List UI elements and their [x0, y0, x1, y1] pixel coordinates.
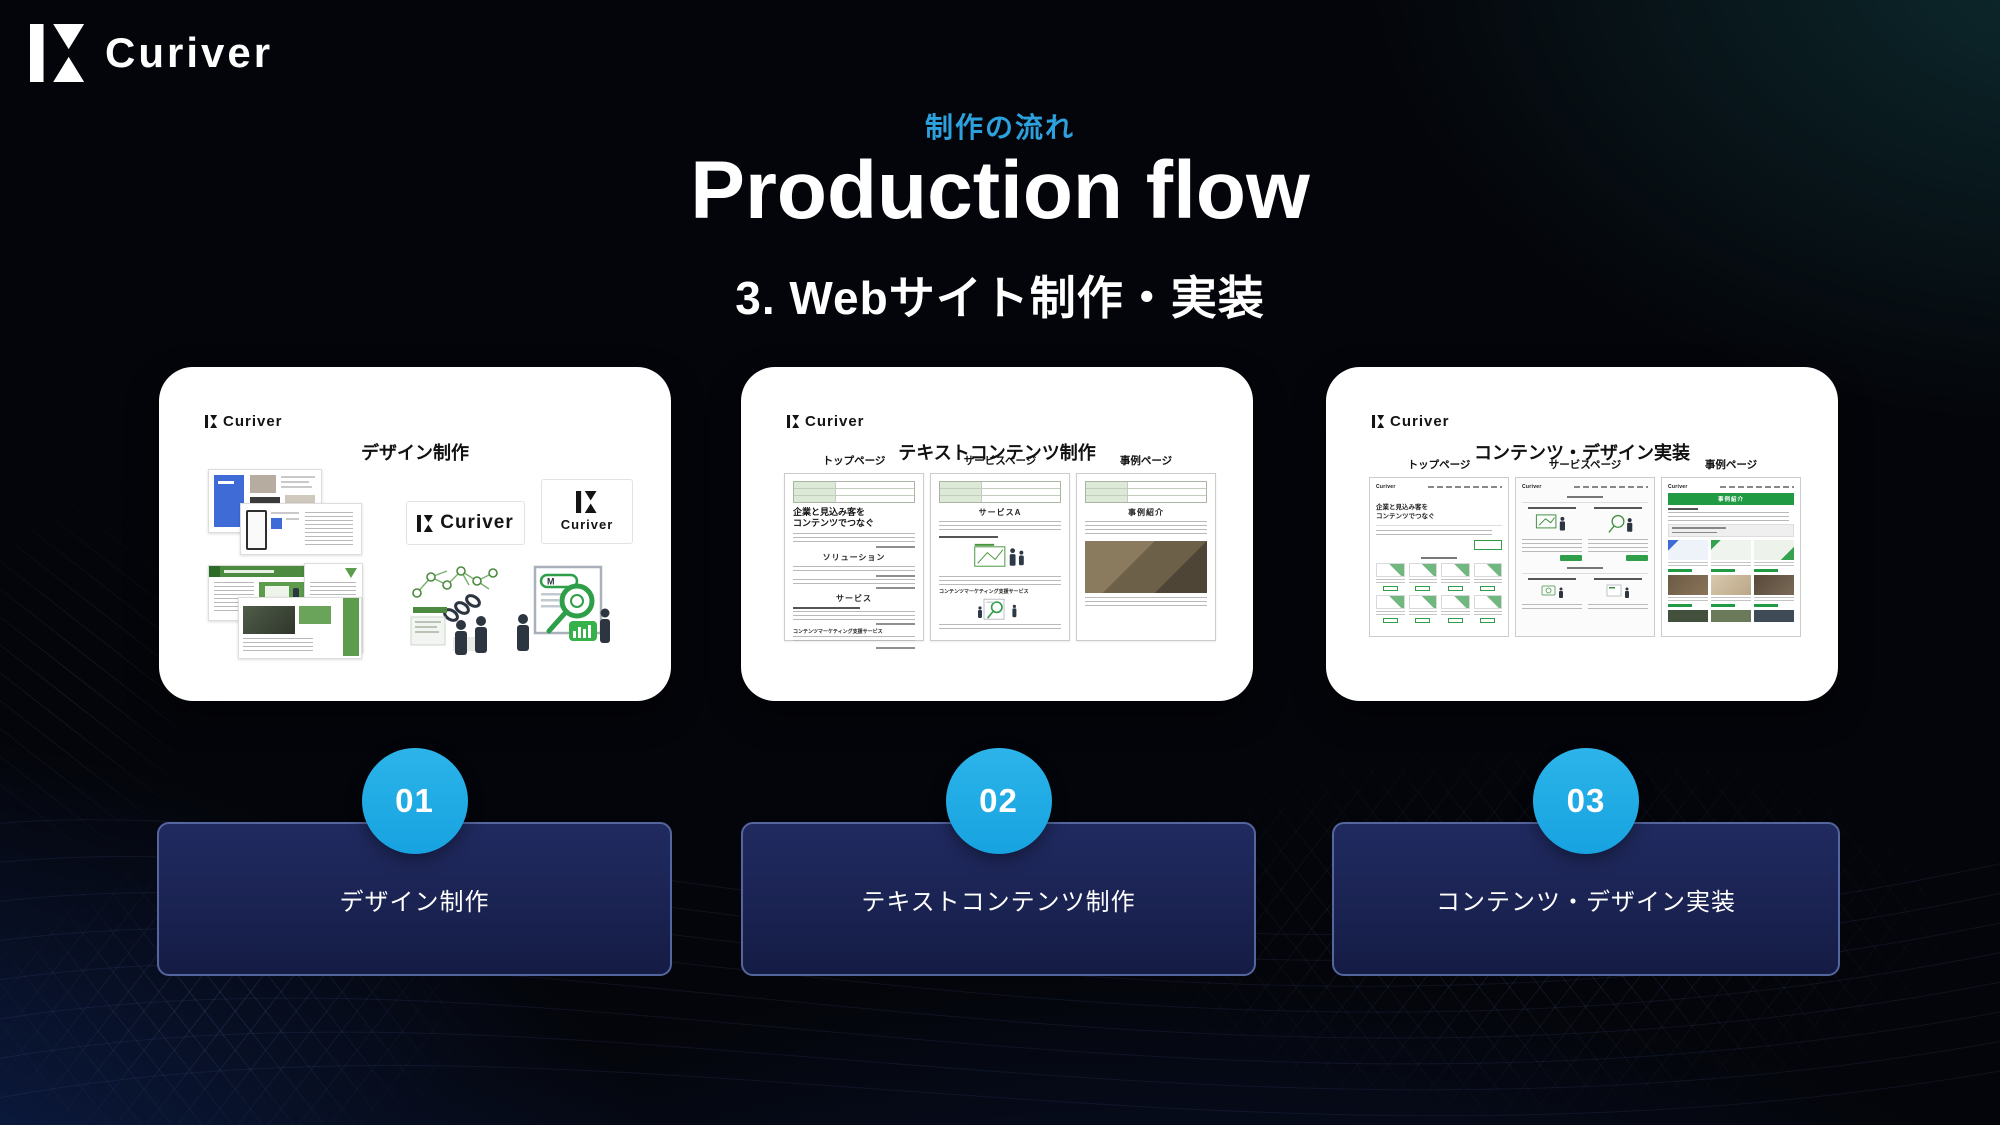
nav-links-placeholder — [1720, 486, 1794, 488]
doc-column-label: 事例ページ — [1119, 455, 1173, 467]
service-button-placeholder — [1560, 555, 1582, 561]
step-3: 03 コンテンツ・デザイン実装 — [1332, 748, 1840, 976]
site-nav: Curiver — [1668, 483, 1794, 491]
service-columns — [1522, 507, 1648, 561]
site-nav: Curiver — [1376, 483, 1502, 491]
doc-subheading: コンテンツマーケティング支援サービス — [793, 628, 883, 635]
site-hero-heading-line2: コンテンツでつなぐ — [1376, 513, 1435, 521]
hero-button-placeholder — [1474, 540, 1502, 551]
curiver-logo-icon — [576, 491, 597, 513]
section-eyebrow: 制作の流れ — [924, 112, 1075, 143]
service-illustration — [1608, 514, 1633, 533]
site-service-page: Curiver — [1515, 477, 1655, 637]
marketing-illustration — [978, 598, 1017, 620]
curiver-logo-icon — [30, 24, 85, 82]
doc-section-title: ソリューション — [822, 552, 886, 562]
doc-service-page: サービスA コンテンツマーケティング支援サービス — [930, 473, 1070, 641]
case-filter-box — [1668, 524, 1794, 537]
doc-heading: サービスA — [978, 508, 1022, 517]
site-top-page: Curiver 企業と見込み客を コンテンツでつなぐ — [1369, 477, 1509, 637]
mini-slide-title: コンテンツ・デザイン実装 — [1474, 443, 1690, 463]
svg-text:M: M — [547, 577, 555, 587]
mini-brand-name: Curiver — [1390, 413, 1450, 430]
doc-top-page: 企業と見込み客を コンテンツでつなぐ ソリューション サービス コンテンツマーケ… — [784, 473, 924, 649]
doc-column-service-page: サービスページ サービスA — [930, 453, 1070, 641]
mini-slide-title: テキストコンテンツ制作 — [898, 443, 1096, 463]
mini-brand-name: Curiver — [805, 413, 865, 430]
doc-heading-line2: コンテンツでつなぐ — [793, 518, 875, 529]
site-hero-heading-line1: 企業と見込み客を — [1376, 504, 1428, 511]
chain-network-illustration — [410, 566, 498, 655]
card-text-content-slide: Curiver テキストコンテンツ制作 トップページ 企業と見込み客を コンテン… — [741, 367, 1253, 701]
curiver-logo-icon — [417, 514, 434, 532]
curiver-logo-icon — [787, 415, 800, 428]
step-1: 01 デザイン制作 — [157, 748, 672, 976]
doc-column-case-page: 事例ページ 事例紹介 — [1076, 453, 1216, 641]
curiver-logo-icon — [205, 415, 218, 428]
green-slides-collage — [208, 563, 363, 659]
card-implementation-slide: Curiver コンテンツ・デザイン実装 トップページ Curiver 企業と見… — [1326, 367, 1838, 701]
site-column-label: トップページ — [1407, 459, 1471, 471]
page-title: Production flow — [690, 145, 1310, 236]
doc-heading-line1: 企業と見込み客を — [793, 507, 866, 517]
meta-table — [1085, 481, 1207, 503]
mini-brand-logo: Curiver — [205, 413, 283, 430]
service-illustration — [1541, 585, 1563, 598]
mini-brand-name: Curiver — [223, 413, 283, 430]
nav-links-placeholder — [1428, 486, 1502, 488]
nav-links-placeholder — [1574, 486, 1648, 488]
step-1-number-badge: 01 — [361, 748, 468, 854]
doc-heading: 事例紹介 — [1128, 508, 1164, 517]
card-design-slide: Curiver デザイン制作 — [159, 367, 671, 701]
case-photo-placeholder — [1085, 541, 1207, 593]
design-comps-collage — [208, 469, 362, 555]
mini-slide-title: デザイン制作 — [361, 443, 469, 463]
doc-section-title: サービス — [836, 593, 872, 603]
site-columns: トップページ Curiver 企業と見込み客を コンテンツでつなぐ — [1369, 457, 1801, 637]
service-columns — [1522, 578, 1648, 612]
page-subtitle: 3. Webサイト制作・実装 — [735, 272, 1265, 324]
site-nav: Curiver — [1522, 483, 1648, 491]
doc-column-label: トップページ — [822, 455, 886, 467]
magnifier-board-illustration: M — [517, 565, 610, 651]
logo-lockup-stacked: Curiver — [541, 479, 633, 544]
case-grid-bottom — [1668, 610, 1794, 622]
site-column-top-page: トップページ Curiver 企業と見込み客を コンテンツでつなぐ — [1369, 457, 1509, 637]
service-illustration — [1606, 584, 1629, 598]
doc-subheading: コンテンツマーケティング支援サービス — [939, 589, 1029, 595]
mini-brand-logo: Curiver — [1372, 413, 1450, 430]
doc-case-page: 事例紹介 — [1076, 473, 1216, 641]
feature-grid — [1376, 563, 1502, 624]
doc-column-top-page: トップページ 企業と見込み客を コンテンツでつなぐ ソリューション — [784, 453, 924, 649]
step-3-number-badge: 03 — [1533, 748, 1639, 854]
meta-table — [793, 481, 915, 503]
case-page-banner: 事例紹介 — [1668, 493, 1794, 505]
step-1-label: デザイン制作 — [339, 888, 490, 916]
brand-name: Curiver — [105, 29, 274, 76]
doc-column-label: サービスページ — [963, 455, 1037, 467]
step-2-label: テキストコンテンツ制作 — [861, 888, 1136, 916]
service-illustration — [1535, 514, 1565, 531]
step-3-label: コンテンツ・デザイン実装 — [1436, 888, 1736, 916]
doc-columns: トップページ 企業と見込み客を コンテンツでつなぐ ソリューション — [784, 453, 1216, 649]
step-2-number-badge: 02 — [945, 748, 1052, 854]
mini-brand-logo: Curiver — [787, 413, 865, 430]
service-button-placeholder — [1626, 555, 1648, 561]
step-2: 02 テキストコンテンツ制作 — [741, 748, 1256, 976]
service-illustration — [974, 543, 1024, 567]
site-column-label: 事例ページ — [1704, 459, 1758, 471]
case-grid — [1668, 540, 1794, 607]
site-case-page: Curiver 事例紹介 — [1661, 477, 1801, 637]
site-column-service-page: サービスページ Curiver — [1515, 457, 1655, 637]
site-column-label: サービスページ — [1548, 459, 1622, 471]
curiver-logo-icon — [1372, 415, 1385, 428]
site-column-case-page: 事例ページ Curiver 事例紹介 — [1661, 457, 1801, 637]
brand-logo: Curiver — [30, 24, 273, 82]
meta-table — [939, 481, 1061, 503]
logo-lockup-horizontal: Curiver — [406, 501, 525, 545]
